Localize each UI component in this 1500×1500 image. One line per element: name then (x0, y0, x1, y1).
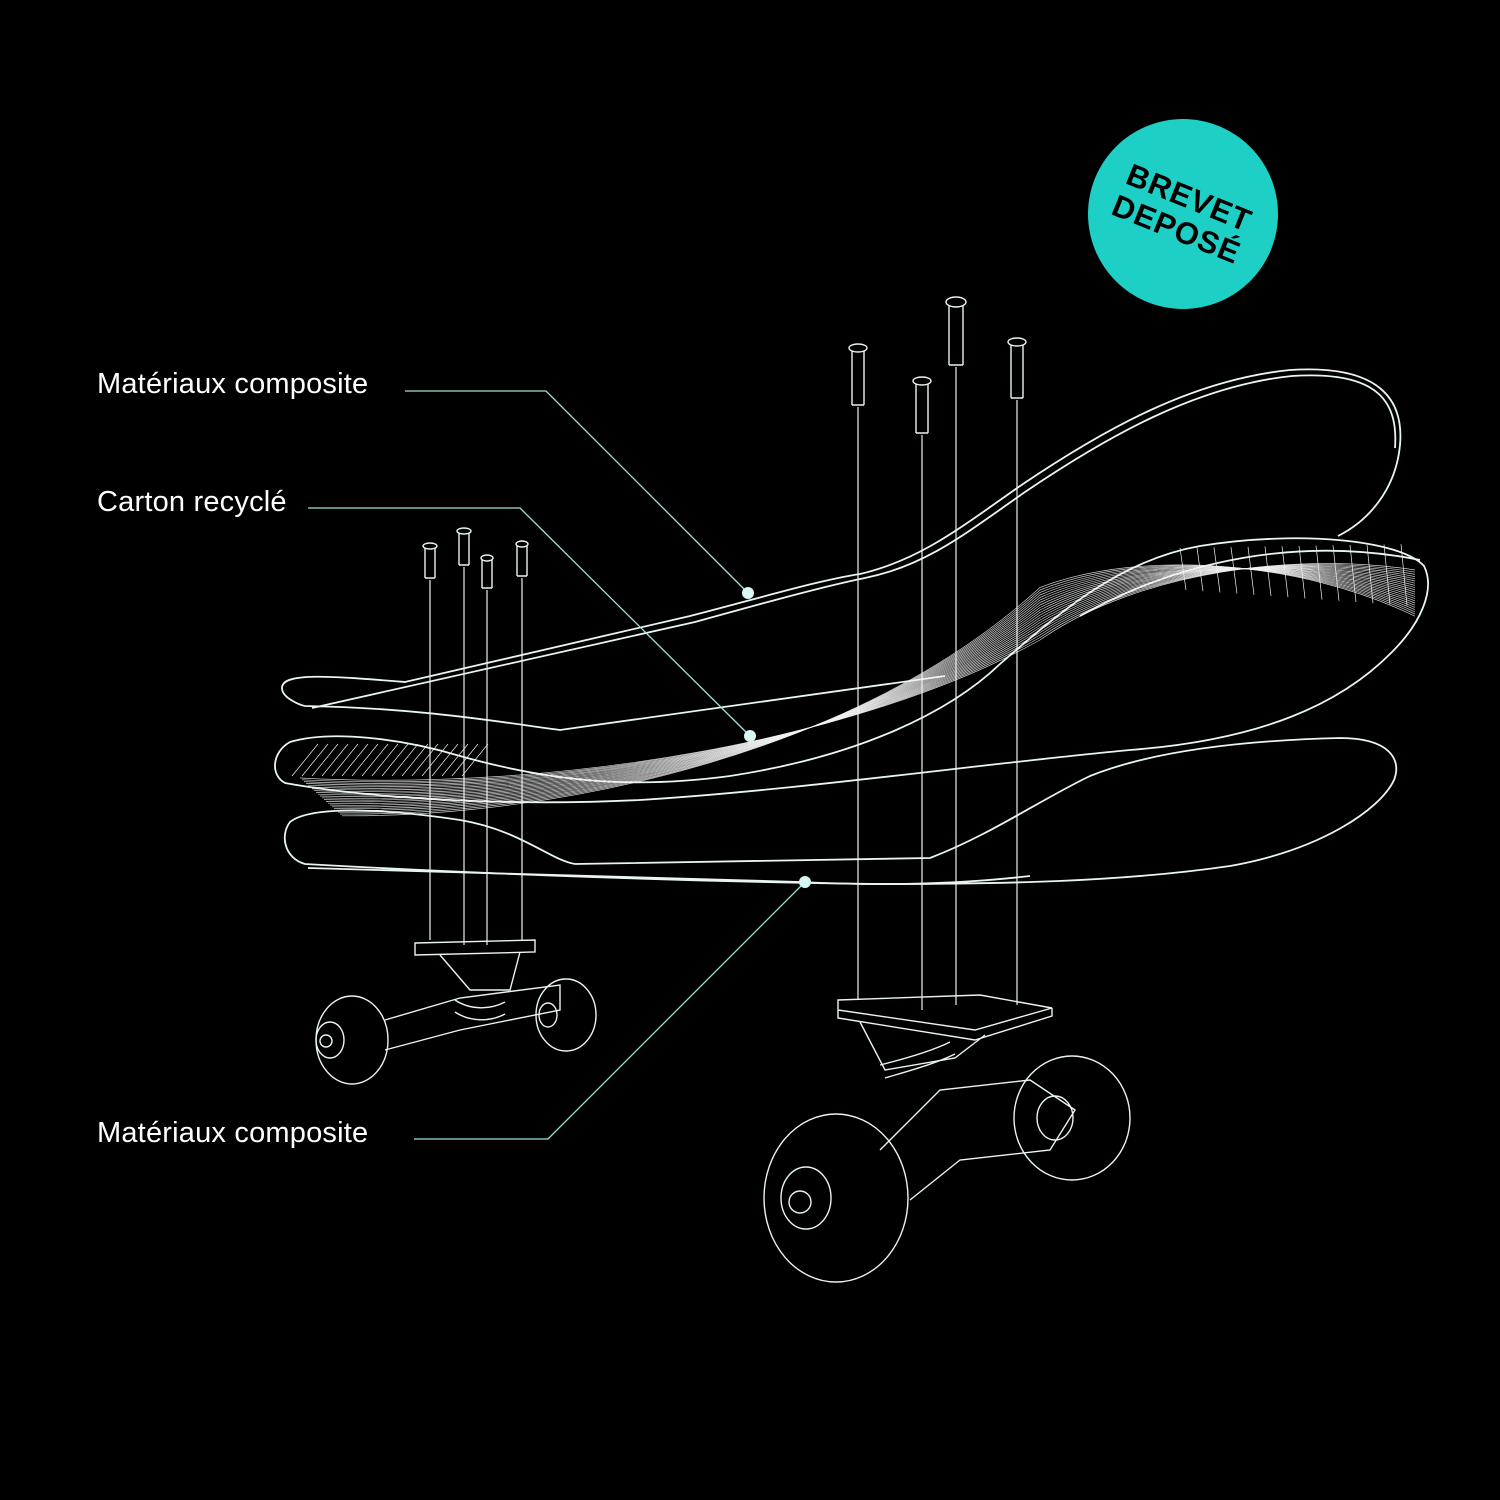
tail-hatch-line (341, 743, 369, 777)
leader-lines (308, 390, 811, 1140)
rear-wheel-right (535, 978, 597, 1052)
bolt (945, 296, 967, 1005)
tail-hatch-line (381, 743, 409, 777)
hatch-line (315, 567, 1416, 794)
nose-rib-line (1264, 546, 1272, 597)
nose-rib-line (1179, 547, 1187, 591)
tail-hatch-line (361, 743, 389, 777)
bolt (515, 540, 529, 940)
hatch-line (341, 564, 1416, 817)
bolts-rear (422, 527, 529, 945)
leader-line-middle (308, 507, 751, 737)
patent-badge: BREVET DEPOSÉ (1088, 119, 1278, 309)
hatch-line (305, 565, 1416, 786)
tail-hatch-line (311, 743, 339, 777)
tail-hatch-line (351, 743, 379, 777)
tail-hatch-line (401, 743, 429, 777)
front-truck (763, 994, 1131, 1283)
tail-hatch-line (331, 743, 359, 777)
nose-rib-line (1247, 546, 1255, 595)
top-composite-layer (281, 368, 1402, 731)
hatch-line (335, 566, 1416, 811)
nose-rib-line (1366, 544, 1374, 604)
label-top-composite: Matériaux composite (97, 368, 369, 400)
bolt (848, 343, 868, 1000)
leader-dot-bottom (799, 876, 811, 888)
tail-hatch-line (461, 743, 489, 777)
hatch-line (331, 567, 1416, 808)
badge-text: BREVET DEPOSÉ (1108, 157, 1259, 271)
nose-rib-line (1230, 547, 1238, 594)
rear-wheel-left (315, 995, 389, 1085)
rear-truck (315, 939, 597, 1085)
hatch-line (323, 568, 1416, 801)
label-recycled-cardboard: Carton recyclé (97, 486, 287, 518)
tail-hatch-line (411, 743, 439, 777)
bolt (912, 376, 932, 1010)
tail-hatch-line (291, 743, 319, 777)
tail-hatch-line (321, 743, 349, 777)
hatch-line (339, 565, 1416, 815)
bolt (1007, 337, 1027, 1005)
tail-hatch-line (431, 743, 459, 777)
nose-rib-line (1332, 545, 1340, 601)
cardboard-layer (274, 537, 1429, 817)
front-wheel-left (763, 1113, 909, 1283)
tail-hatch-line (391, 743, 419, 777)
tail-hatch-line (421, 743, 449, 777)
bottom-layer-edge (307, 867, 1031, 885)
label-bottom-composite: Matériaux composite (97, 1117, 369, 1149)
hatch-line (337, 565, 1416, 813)
nose-rib-line (1213, 547, 1221, 593)
bolt (480, 554, 494, 945)
hatch-line (333, 566, 1416, 810)
hatch-line (307, 566, 1416, 788)
nose-rib-line (1196, 547, 1204, 592)
leader-line-top (405, 390, 749, 594)
bolt (422, 542, 438, 940)
tail-hatch-line (301, 743, 329, 777)
hatch-line (325, 568, 1416, 803)
top-layer-edge (311, 374, 1397, 709)
nose-rib-line (1281, 546, 1289, 598)
bolt (456, 527, 472, 945)
leader-line-bottom (414, 881, 806, 1140)
tail-hatch-line (451, 743, 479, 777)
nose-rib-line (1383, 544, 1391, 605)
cardboard-hatching (291, 544, 1416, 817)
hatch-line (309, 566, 1416, 789)
nose-rib-line (1298, 545, 1306, 599)
leader-dot-top (742, 587, 754, 599)
front-wheel-right (1013, 1055, 1131, 1181)
tail-hatch-line (371, 743, 399, 777)
nose-rib-line (1400, 544, 1408, 606)
bolts-front (848, 296, 1027, 1010)
leader-dot-middle (744, 730, 756, 742)
tail-hatch-line (441, 743, 469, 777)
nose-rib-line (1349, 544, 1357, 603)
hatch-line (321, 568, 1416, 799)
hatch-line (313, 567, 1416, 793)
hatch-line (303, 564, 1416, 784)
nose-rib-line (1315, 545, 1323, 600)
